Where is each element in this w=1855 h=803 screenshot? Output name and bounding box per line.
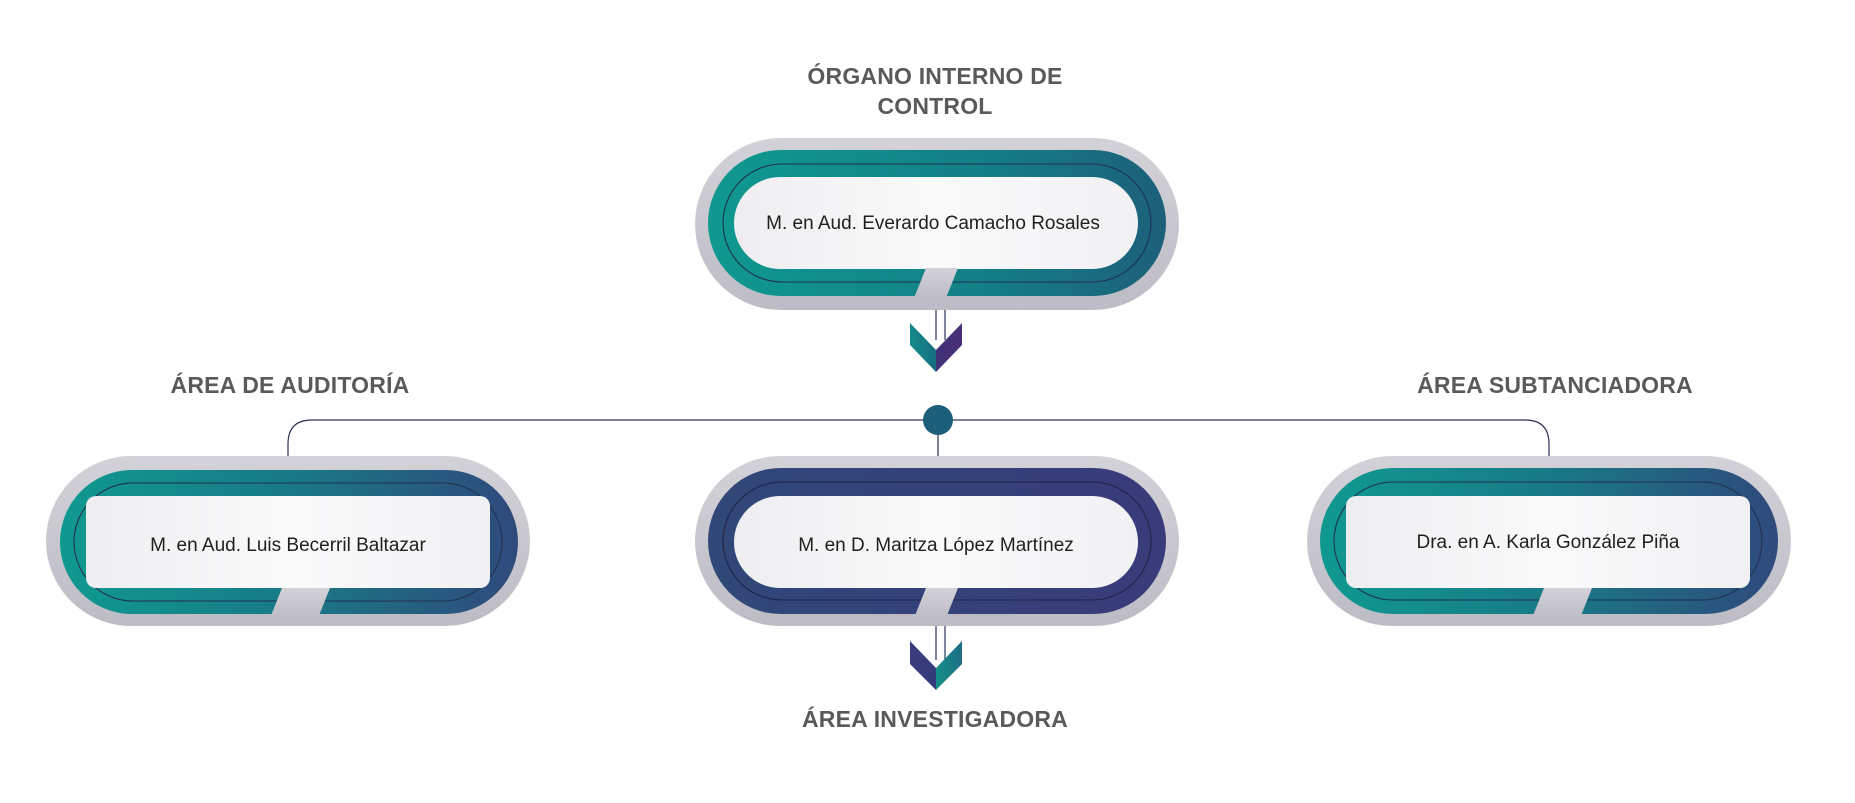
title-right: ÁREA SUBTANCIADORA — [1417, 372, 1693, 398]
title-left: ÁREA DE AUDITORÍA — [170, 372, 410, 398]
down-arrow-icon — [910, 641, 962, 690]
node-center-label: M. en D. Maritza López Martínez — [798, 535, 1074, 556]
node-top-label: M. en Aud. Everardo Camacho Rosales — [766, 213, 1100, 234]
down-arrow-icon — [910, 323, 962, 372]
right-link — [938, 419, 1550, 485]
node-right: Dra. en A. Karla González Piña — [1307, 456, 1791, 626]
node-center: M. en D. Maritza López Martínez — [695, 456, 1179, 626]
node-left-label: M. en Aud. Luis Becerril Baltazar — [150, 535, 426, 556]
title-top: ÓRGANO INTERNO DE CONTROL — [807, 63, 1063, 119]
node-left: M. en Aud. Luis Becerril Baltazar — [46, 456, 530, 626]
node-right-label: Dra. en A. Karla González Piña — [1417, 532, 1680, 553]
node-top: M. en Aud. Everardo Camacho Rosales — [695, 138, 1179, 310]
left-link — [287, 419, 938, 485]
junction-dot — [923, 405, 953, 435]
title-bottom: ÁREA INVESTIGADORA — [802, 706, 1068, 732]
